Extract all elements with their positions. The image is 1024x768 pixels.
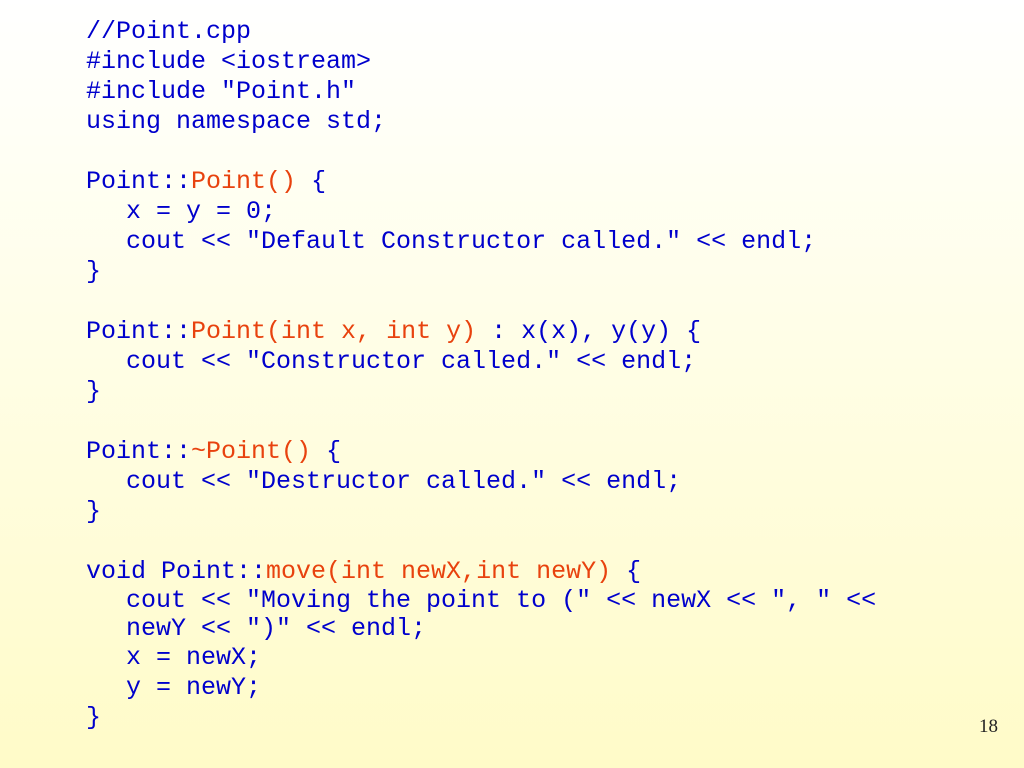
move-method-body-line-continued: newY << ")" << endl; <box>126 614 427 643</box>
param-constructor-scope: Point:: <box>86 317 192 346</box>
param-constructor-signature: Point::Point(int x, int y) : x(x), y(y) … <box>86 317 986 347</box>
move-method-close: } <box>86 703 102 732</box>
code-line-include-point-h: #include "Point.h" <box>86 77 357 106</box>
move-method-signature: void Point::move(int newX,int newY) { <box>86 557 986 587</box>
destructor-close: } <box>86 497 102 526</box>
page-number: 18 <box>979 716 998 737</box>
code-line-using-namespace: using namespace std; <box>86 107 387 136</box>
default-constructor-name: Point() <box>191 167 297 196</box>
destructor-name: ~Point() <box>191 437 312 466</box>
destructor-brace: { <box>311 437 342 466</box>
default-constructor-brace: { <box>296 167 327 196</box>
default-constructor-signature: Point::Point() { <box>86 167 986 197</box>
move-method-body-line: cout << "Moving the point to (" << newX … <box>126 586 877 615</box>
default-constructor-body-line: x = y = 0; <box>126 197 277 226</box>
move-method-brace: { <box>611 557 642 586</box>
move-method-body-line: x = newX; <box>126 643 262 672</box>
code-blank-line <box>86 137 986 167</box>
code-blank-line <box>86 527 986 557</box>
destructor-scope: Point:: <box>86 437 192 466</box>
destructor-signature: Point::~Point() { <box>86 437 986 467</box>
code-listing: //Point.cpp #include <iostream> #include… <box>86 17 986 733</box>
param-constructor-name: Point(int x, int y) <box>191 317 477 346</box>
param-constructor-initializer: : x(x), y(y) { <box>476 317 702 346</box>
destructor-body-line: cout << "Destructor called." << endl; <box>126 467 682 496</box>
move-method-name: move(int newX,int newY) <box>266 557 612 586</box>
default-constructor-body-line: cout << "Default Constructor called." <<… <box>126 227 817 256</box>
move-method-scope: void Point:: <box>86 557 267 586</box>
default-constructor-close: } <box>86 257 102 286</box>
param-constructor-close: } <box>86 377 102 406</box>
code-line-comment: //Point.cpp <box>86 17 252 46</box>
param-constructor-body-line: cout << "Constructor called." << endl; <box>126 347 697 376</box>
code-blank-line <box>86 287 986 317</box>
code-line-include-iostream: #include <iostream> <box>86 47 372 76</box>
code-blank-line <box>86 407 986 437</box>
default-constructor-scope: Point:: <box>86 167 192 196</box>
move-method-body-line: y = newY; <box>126 673 262 702</box>
